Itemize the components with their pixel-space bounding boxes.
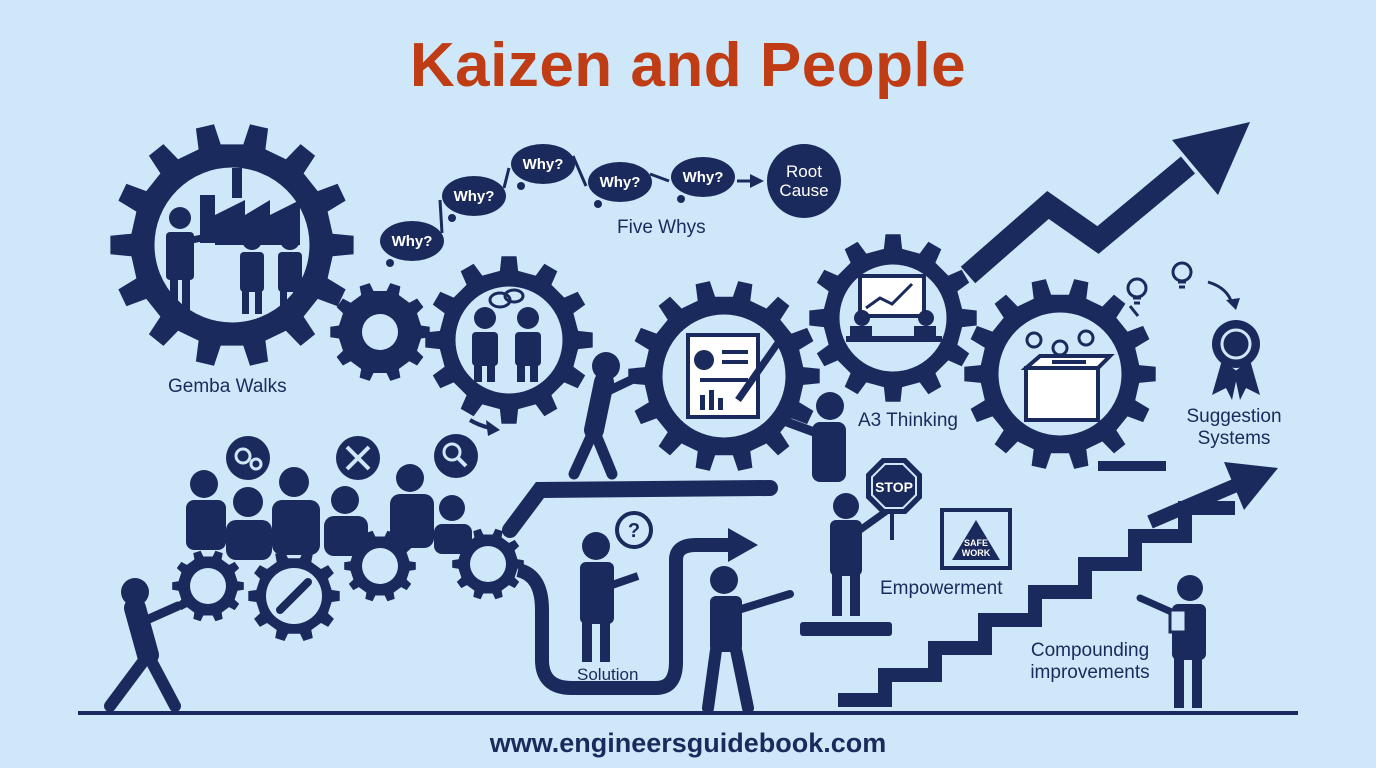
lightbulb-icon bbox=[1126, 261, 1234, 305]
pointing-person-figure bbox=[702, 566, 794, 714]
why-bubble-text: Why? bbox=[683, 169, 724, 186]
compounding-label-line1: Compounding bbox=[1030, 640, 1150, 661]
pushing-worker-figure bbox=[104, 578, 183, 712]
thinking-person-figure bbox=[580, 511, 653, 662]
podium-icon bbox=[800, 622, 892, 636]
stop-sign-text: STOP bbox=[875, 479, 913, 495]
presenter-figure bbox=[1136, 575, 1206, 708]
why-bubble-1: Why? bbox=[380, 199, 444, 267]
communication-gear bbox=[425, 256, 593, 424]
why-bubble-text: Why? bbox=[392, 233, 433, 250]
staircase-icon bbox=[838, 462, 1278, 707]
worker-figures-icon bbox=[166, 207, 302, 314]
factory-icon bbox=[200, 168, 300, 245]
empowerment-label: Empowerment bbox=[880, 578, 1003, 599]
suggestion-box-icon bbox=[1020, 329, 1115, 422]
award-ribbon-icon bbox=[1212, 320, 1260, 400]
magnifier-badge-icon bbox=[434, 434, 478, 478]
question-mark-icon: ? bbox=[628, 520, 640, 542]
why-bubble-5: Why? bbox=[671, 157, 735, 203]
suggestion-label-line1: Suggestion bbox=[1186, 406, 1282, 427]
a3-thinking-label: A3 Thinking bbox=[858, 410, 958, 431]
why-bubble-2: Why? bbox=[442, 167, 511, 222]
root-cause-arrow-icon bbox=[750, 174, 764, 188]
gemba-walks-label: Gemba Walks bbox=[168, 376, 287, 397]
why-arrow-icon bbox=[438, 199, 444, 234]
suggestion-label-line2: Systems bbox=[1197, 428, 1271, 449]
root-cause-line1: Root bbox=[786, 162, 822, 181]
safe-sign-line1: SAFE bbox=[964, 538, 988, 548]
why-bubble-text: Why? bbox=[523, 156, 564, 173]
stop-sign-icon bbox=[866, 458, 922, 514]
compounding-improvements-label: Compounding improvements bbox=[1020, 640, 1160, 684]
climbing-worker-figure bbox=[568, 352, 653, 480]
why-bubble-text: Why? bbox=[600, 174, 641, 191]
root-cause-node: Root Cause bbox=[767, 144, 841, 218]
compounding-label-line2: improvements bbox=[1030, 662, 1150, 683]
root-cause-line2: Cause bbox=[779, 181, 828, 200]
why-bubble-4: Why? bbox=[588, 162, 670, 208]
safe-sign-line2: WORK bbox=[962, 548, 991, 558]
page-title: Kaizen and People bbox=[409, 31, 967, 100]
why-bubble-3: Why? bbox=[511, 144, 588, 190]
tools-badge-icon bbox=[336, 436, 380, 480]
small-link-gear bbox=[330, 283, 430, 381]
why-arrow-icon bbox=[649, 172, 670, 183]
divider-bar bbox=[1098, 461, 1166, 471]
meeting-chart-icon bbox=[846, 274, 942, 342]
why-bubble-text: Why? bbox=[454, 188, 495, 205]
stop-sign-holder-figure bbox=[830, 493, 894, 616]
why-arrow-icon bbox=[502, 167, 511, 189]
wrench-icon bbox=[276, 578, 312, 614]
five-whys-label: Five Whys bbox=[617, 217, 706, 238]
team-group-figures bbox=[186, 464, 472, 560]
team-gear-1 bbox=[172, 550, 244, 622]
guiding-person-figure bbox=[771, 392, 846, 482]
safe-work-sign-icon bbox=[940, 508, 1012, 570]
footer-url: www.engineersguidebook.com bbox=[489, 728, 887, 758]
why-arrow-icon bbox=[571, 155, 588, 187]
solution-path bbox=[515, 538, 728, 695]
solution-label: Solution bbox=[577, 665, 639, 684]
gears-badge-icon bbox=[226, 436, 270, 480]
a3-document-icon bbox=[686, 333, 783, 419]
five-whys-chain: Why? Why? Why? Why? Why? bbox=[380, 144, 764, 267]
suggestion-systems-label: Suggestion Systems bbox=[1172, 406, 1296, 450]
growth-arrow-icon bbox=[960, 122, 1250, 284]
conversation-icon bbox=[472, 288, 541, 382]
ramp-platform bbox=[502, 480, 778, 538]
